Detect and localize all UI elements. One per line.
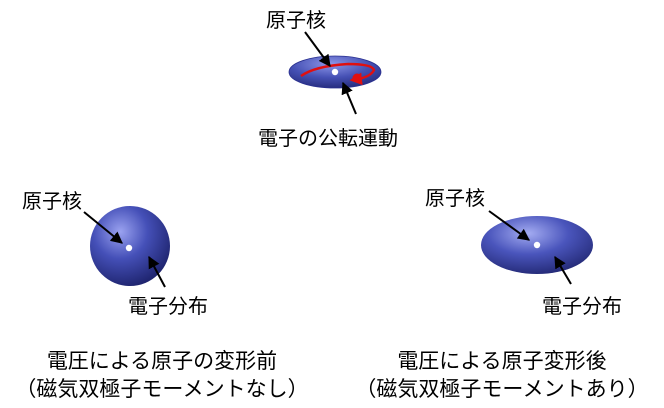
right-caption-line2: （磁気双極子モーメントあり） (355, 377, 648, 401)
right-caption-line1: 電圧による原子変形後 (397, 349, 606, 373)
nucleus-dot (125, 244, 133, 252)
top-electron-label: 電子の公転運動 (258, 126, 398, 150)
electron-orbit (300, 62, 376, 86)
left-caption-line2: （磁気双極子モーメントなし） (15, 377, 308, 401)
left-nucleus-arrow (83, 211, 123, 244)
top-nucleus-label: 原子核 (266, 8, 326, 32)
top-atom: 原子核 電子の公転運動 (258, 8, 398, 150)
left-atom: 原子核 電子分布 電圧による原子の変形前 （磁気双極子モーメントなし） (15, 189, 308, 401)
top-orbit-arrow (341, 81, 357, 115)
right-nucleus-label: 原子核 (425, 186, 485, 210)
top-nucleus-arrow (304, 31, 331, 67)
left-caption-line1: 電圧による原子の変形前 (47, 349, 277, 373)
right-electron-label: 電子分布 (542, 294, 622, 318)
nucleus-dot (331, 68, 339, 76)
left-electron-arrow (148, 255, 166, 288)
orbiting-electron (352, 73, 362, 83)
left-nucleus-label: 原子核 (22, 189, 82, 213)
nucleus-dot (533, 241, 541, 249)
right-nucleus-arrow (488, 210, 530, 241)
left-electron-label: 電子分布 (128, 294, 208, 318)
right-atom: 原子核 電子分布 電圧による原子変形後 （磁気双極子モーメントあり） (355, 186, 648, 401)
right-electron-arrow (554, 255, 572, 285)
